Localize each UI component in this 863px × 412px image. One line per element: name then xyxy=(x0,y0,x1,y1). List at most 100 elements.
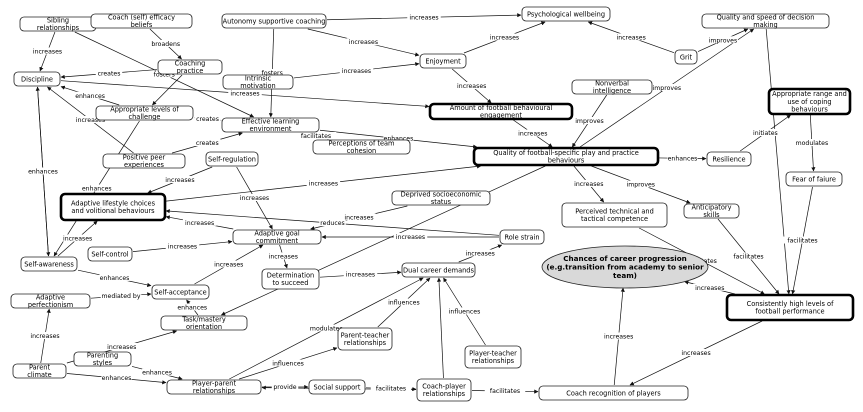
edge-label-increases: increases xyxy=(574,181,603,188)
node-shape xyxy=(10,293,91,309)
edge-label-increases: increases xyxy=(409,14,438,21)
edge-label-provide: provide xyxy=(273,384,296,391)
edge-label-enhances: enhances xyxy=(75,93,105,100)
edge-label-modulates: modulates xyxy=(796,140,829,147)
edge-label-increases: increases xyxy=(63,236,92,243)
edge-label-bg xyxy=(295,132,337,139)
edge-label-improves: improves xyxy=(626,182,655,189)
node-shape xyxy=(683,203,740,219)
edge-label-influences: influences xyxy=(388,300,420,307)
edge-label-bg xyxy=(105,343,139,350)
node-shape xyxy=(538,385,689,401)
node-label: Resilience xyxy=(712,155,745,163)
edge-label-modulates: modulates xyxy=(310,326,343,333)
node-autonomy: Autonomy supportive coaching xyxy=(221,13,327,29)
edge-label-increases: increases xyxy=(269,254,298,261)
node-label: Fear of faiure xyxy=(792,175,836,183)
edge-label-bg xyxy=(194,139,221,146)
edge-label-bg xyxy=(309,324,343,332)
node-label: Self-control xyxy=(91,250,128,258)
node-label: Self-awareness xyxy=(24,260,74,268)
edge-label-enhances: enhances xyxy=(668,155,698,162)
edge-label-improves: improves xyxy=(653,85,682,92)
edge-label-bg xyxy=(95,69,123,77)
node-self-awareness: Self-awareness xyxy=(20,256,78,272)
edge-label-creates: creates xyxy=(196,116,219,123)
edge-label-increases: increases xyxy=(396,234,425,241)
edge-label-increases: increases xyxy=(349,39,378,46)
edge-label-bg xyxy=(614,33,648,41)
node-shape xyxy=(725,293,855,322)
node-self-control: Self-control xyxy=(87,246,133,262)
edge-quality_speed-to-consistently_high xyxy=(765,28,791,295)
node-coach-recognition: Coach recognition of players xyxy=(538,385,689,401)
node-chances: Chances of career progression(e.g.transi… xyxy=(541,245,709,289)
node-shape xyxy=(428,102,574,121)
edge-label-increases: increases xyxy=(681,350,710,357)
node-shape xyxy=(221,117,320,133)
node-shape xyxy=(416,378,472,402)
edge-label-bg xyxy=(177,303,208,311)
edge-label-reduces: reduces xyxy=(320,220,345,227)
node-psych-wellbeing: Psychological wellbeing xyxy=(521,6,611,22)
node-label: Discipline xyxy=(21,75,53,83)
node-shape xyxy=(571,79,653,95)
edge-label-mediated_by: mediated by xyxy=(102,293,141,300)
node-shape xyxy=(561,202,668,228)
node-label: Coach recognition of players xyxy=(566,389,661,397)
edge-label-bg xyxy=(795,139,829,146)
edge-label-bg xyxy=(259,69,286,76)
node-shape xyxy=(157,59,223,75)
edge-label-fosters: fosters xyxy=(154,72,175,79)
edge-label-bg xyxy=(212,260,246,268)
edge-label-bg xyxy=(343,270,378,278)
node-label: Enjoyment xyxy=(425,57,461,65)
node-label: Self-regulation xyxy=(208,155,256,163)
edge-label-enhances: enhances xyxy=(100,275,130,282)
edge-label-bg xyxy=(516,129,550,137)
edge-label-creates: creates xyxy=(196,140,219,147)
node-shape xyxy=(151,284,210,300)
edge-label-bg xyxy=(748,129,783,136)
node-shape xyxy=(312,139,411,155)
edge-label-increases: increases xyxy=(30,333,59,340)
edge-label-increases: increases xyxy=(107,344,136,351)
edge-label-bg xyxy=(165,242,200,250)
node-shape xyxy=(472,146,660,167)
node-shape xyxy=(102,153,186,169)
edge-label-bg xyxy=(30,47,65,55)
edge-label-increases: increases xyxy=(695,285,724,292)
edge-label-bg xyxy=(407,13,441,21)
edge-label-bg xyxy=(269,359,307,367)
edge-label-bg xyxy=(81,184,112,192)
edge-label-bg xyxy=(28,167,58,175)
edge-label-bg xyxy=(445,307,483,315)
edge-label-bg xyxy=(454,82,489,89)
edge-label-bg xyxy=(484,387,526,395)
edge-label-bg xyxy=(346,38,381,46)
edge-label-bg xyxy=(385,298,423,306)
edge-label-bg xyxy=(228,89,262,97)
edge-label-bg xyxy=(370,384,412,392)
edge-label-fosters: fosters xyxy=(262,70,283,77)
edge-label-bg xyxy=(99,273,130,281)
